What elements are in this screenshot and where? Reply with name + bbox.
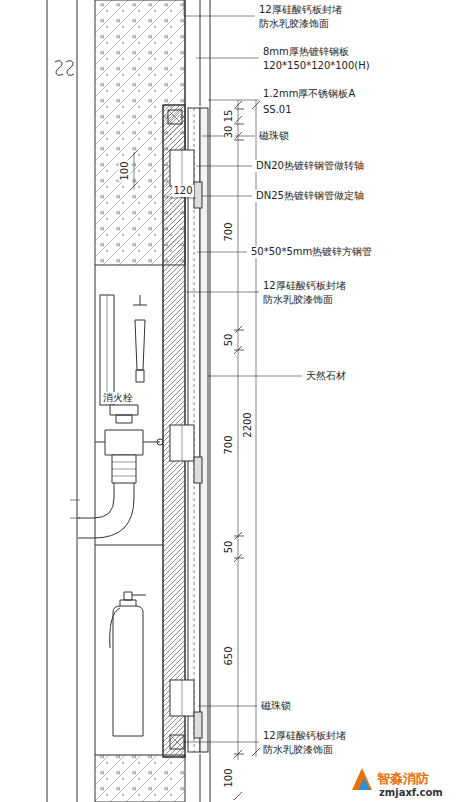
note-label: 12厚硅酸钙板封堵: [262, 280, 347, 292]
dimension: 30: [223, 125, 235, 140]
part-label: 消火栓: [102, 392, 134, 404]
dimension: 120: [172, 185, 193, 197]
note-label: 50*50*5mm热镀锌方钢管: [250, 246, 373, 258]
dimension: 50: [223, 333, 235, 348]
dimension: 100: [119, 160, 131, 181]
watermark: zmjaxf.com: [378, 787, 444, 799]
note-label: SS.01: [262, 104, 293, 116]
dimension: 50: [223, 540, 235, 555]
note-label: 防水乳胶漆饰面: [262, 744, 334, 756]
note-label: DN20热镀锌钢管做转轴: [255, 160, 365, 172]
dimension: 700: [223, 434, 235, 455]
note-label: 天然石材: [305, 370, 347, 382]
note-label: 12厚硅酸钙板封堵: [262, 730, 347, 742]
note-label: 12厚硅酸钙板封堵: [258, 4, 343, 16]
note-label: 8mm厚热镀锌钢板: [262, 46, 350, 58]
dimension: 650: [223, 645, 235, 666]
note-label: 防水乳胶漆饰面: [262, 294, 334, 306]
note-label: 120*150*120*100(H): [262, 60, 371, 72]
note-label: DN25热镀锌钢管做定轴: [255, 190, 365, 202]
note-label: 1.2mm厚不锈钢板A: [262, 88, 356, 100]
note-label: 磁珠锁: [260, 700, 292, 712]
dimension: 100: [223, 767, 235, 788]
watermark: 智淼消防: [376, 771, 430, 786]
dimension: 2200: [242, 411, 254, 438]
logo-mark: [352, 768, 372, 790]
dimension: 15: [223, 109, 235, 124]
note-label: 防水乳胶漆饰面: [258, 18, 330, 30]
note-label: 磁珠锁: [258, 130, 290, 142]
dimension: 700: [223, 221, 235, 242]
